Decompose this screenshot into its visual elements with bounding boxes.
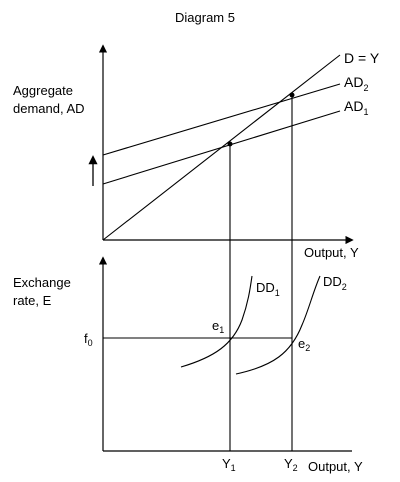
dd1-curve xyxy=(180,275,253,368)
dd1-label: DD1 xyxy=(256,280,280,298)
f0-label: f0 xyxy=(84,331,93,348)
ad2-label: AD2 xyxy=(344,74,368,93)
bottom-panel: Exchange rate, E f0 e1 e2 DD1 DD2 Y1 Y2 … xyxy=(13,256,363,474)
diagram-title: Diagram 5 xyxy=(175,10,235,25)
top-x-label: Output, Y xyxy=(304,245,359,260)
ad1-line xyxy=(102,110,341,185)
top-y-label-line1: Aggregate xyxy=(13,83,73,98)
bottom-y-label-line2: rate, E xyxy=(13,293,52,308)
bottom-y-label-line1: Exchange xyxy=(13,275,71,290)
y2-label: Y2 xyxy=(284,456,298,473)
y1-label: Y1 xyxy=(222,456,236,473)
bottom-x-label: Output, Y xyxy=(308,459,363,474)
ad1-label: AD1 xyxy=(344,98,368,117)
dd2-curve xyxy=(235,275,321,375)
e2-label: e2 xyxy=(298,336,310,353)
d-equals-y-label: D = Y xyxy=(344,50,380,66)
top-y-label-line2: demand, AD xyxy=(13,101,85,116)
e1-label: e1 xyxy=(212,318,224,335)
dd2-label: DD2 xyxy=(323,274,347,292)
ad2-line xyxy=(102,83,341,156)
top-panel: Aggregate demand, AD Output, Y D = Y AD2… xyxy=(13,44,380,260)
